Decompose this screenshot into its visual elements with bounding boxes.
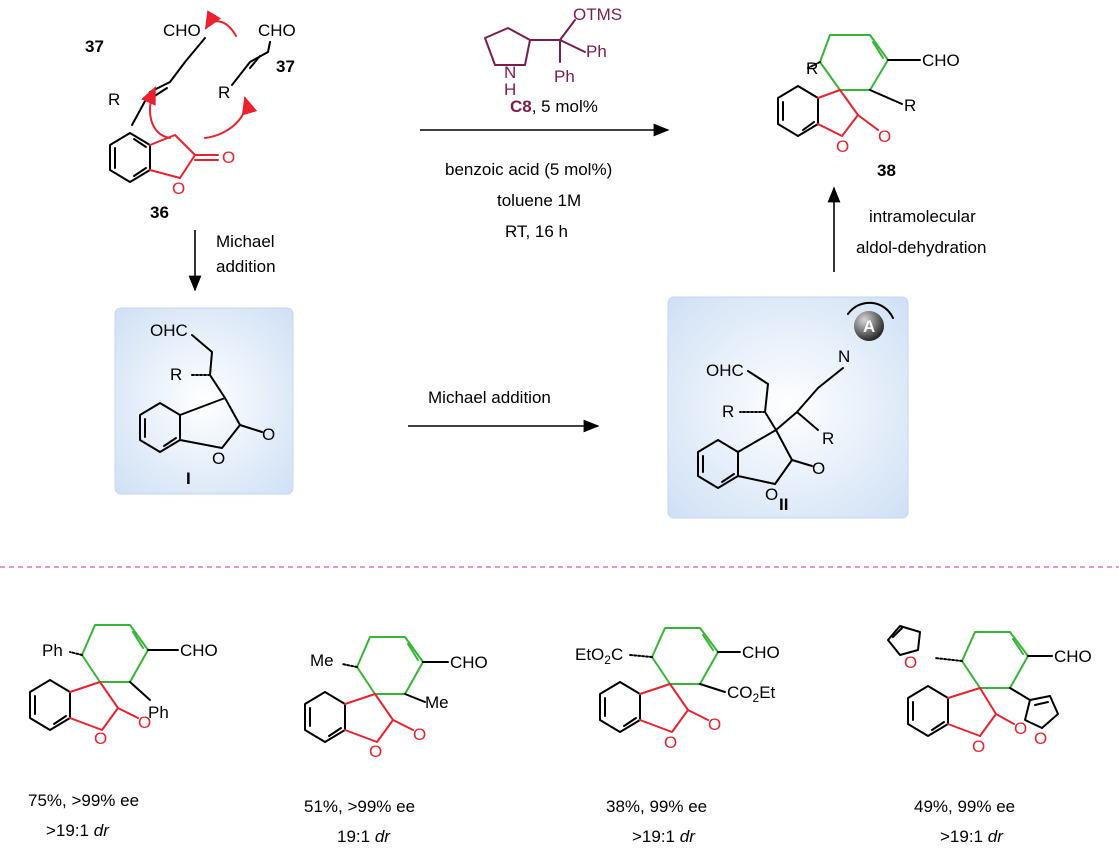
enal-37-left: CHO R 37 [85,21,206,126]
furan-ring [887,625,921,656]
step-label: intramolecular [869,207,976,226]
electron-arrow [204,96,258,139]
compound-37-label: 37 [85,37,104,56]
carbonyl-o-label: O [812,459,825,478]
carbonyl-o-label: O [878,127,891,146]
example-dr: 19:1 dr [337,827,391,846]
example-product-ph: CHO Ph Ph O O [29,624,218,748]
r-label: R [170,365,182,384]
ph-label: Ph [586,42,607,61]
carbonyl-o-label: O [1014,719,1027,738]
step-label: Michael addition [428,388,551,407]
electron-arrow [141,86,171,139]
n-label: N [838,347,850,366]
example-yield: 49%, 99% ee [914,797,1015,816]
example-dr: >19:1 dr [46,821,110,840]
ph-label: Ph [42,641,63,660]
example-yield: 38%, 99% ee [606,797,707,816]
me-label: Me [425,693,449,712]
ohc-label: OHC [706,361,744,380]
svg-text:C8, 5 mol%: C8, 5 mol% [510,97,598,116]
amine-catalyst-ball [854,311,884,341]
carbonyl-o-label: O [708,715,721,734]
ring-o-label: O [664,733,677,752]
furan-o-label: O [904,653,917,672]
conditions-temp: RT, 16 h [505,222,568,241]
conditions-additive: benzoic acid (5 mol%) [445,160,612,179]
furan-o-label: O [1034,729,1047,748]
r-label: R [806,59,818,78]
intermediate-ii: A N OHC R R O O II [697,301,894,514]
furan-ring [1024,695,1059,729]
enal-37-right: CHO R 37 [218,21,296,102]
example-product-me: CHO Me Me O O [304,636,488,761]
example-product-co2et: CHO EtO2C CO2Et O O [575,627,780,752]
n-label: N [504,63,516,82]
ester-label: CO2Et [727,683,776,705]
r-label: R [722,402,734,421]
carbonyl-o-label: O [222,148,235,167]
otms-label: OTMS [573,5,622,24]
ring-o-label: O [765,485,778,504]
example-yield: 75%, >99% ee [28,791,139,810]
compound-37-label: 37 [276,57,295,76]
ring-o-label: O [212,449,225,468]
electron-arrow [204,10,237,37]
example-yield: 51%, >99% ee [304,797,415,816]
intermediate-i-label: I [186,469,191,488]
r-label: R [218,83,230,102]
cho-label: CHO [180,641,218,660]
me-label: Me [310,651,334,670]
ohc-label: OHC [150,321,188,340]
intermediate-i-box [114,307,294,495]
example-dr: >19:1 dr [632,827,696,846]
conditions-solvent: toluene 1M [497,191,581,210]
intermediate-i: OHC R O O I [139,321,275,488]
cho-label: CHO [742,643,780,662]
r-label: R [904,96,916,115]
catalyst-loading: , 5 mol% [532,97,598,116]
catalyst-label: C8 [510,97,532,116]
carbonyl-o-label: O [262,425,275,444]
intermediate-ii-label: II [779,495,788,514]
catalyst-c8: OTMS Ph Ph N H C8, 5 mol% [484,5,622,116]
intermediate-ii-box [667,296,909,519]
ester-label: EtO2C [575,645,623,667]
compound-38-label: 38 [877,161,896,180]
step-label: Michael [216,232,275,251]
ring-o-label: O [836,137,849,156]
cho-label: CHO [163,21,201,40]
r-label: R [822,429,834,448]
r-label: R [108,90,120,109]
ph-label: Ph [148,703,169,722]
example-product-furyl: O CHO O O O [887,625,1092,756]
benzofuranone-36: O O 36 [109,132,235,222]
h-label: H [504,80,516,99]
ring-o-label: O [94,729,107,748]
carbonyl-o-label: O [413,725,426,744]
ring-o-label: O [972,737,985,756]
step-label: aldol-dehydration [856,238,986,257]
cho-label: CHO [1054,647,1092,666]
cho-label: CHO [922,51,960,70]
compound-36-label: 36 [150,203,169,222]
amine-badge-label: A [863,317,875,336]
cho-label: CHO [258,21,296,40]
cho-label: CHO [450,653,488,672]
carbonyl-o-label: O [138,713,151,732]
ring-o-label: O [369,742,382,761]
product-38: CHO R R O O 38 [777,34,960,180]
example-dr: >19:1 dr [940,827,1004,846]
ph-label: Ph [554,67,575,86]
step-label: addition [216,257,276,276]
ring-o-label: O [172,179,185,198]
